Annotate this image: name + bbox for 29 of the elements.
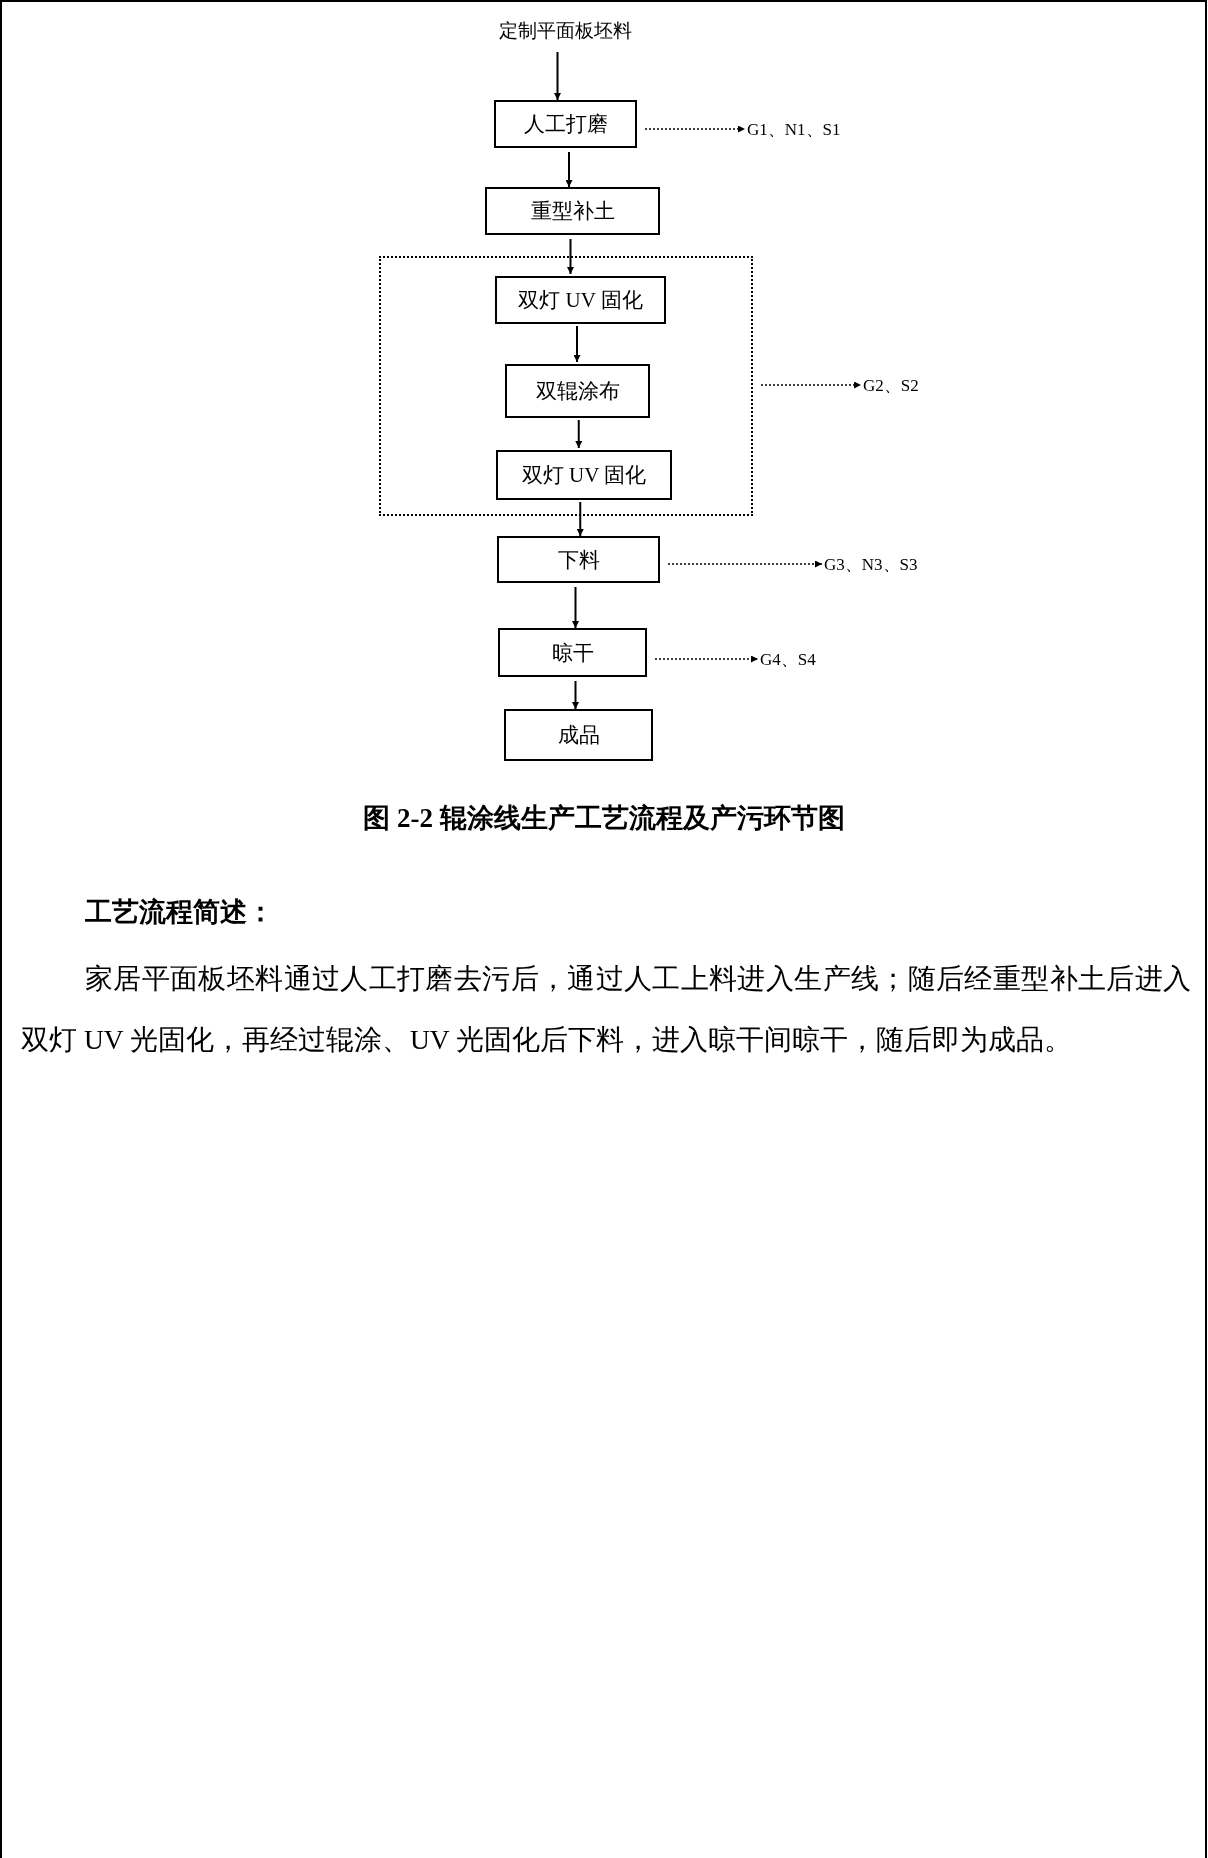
section-heading: 工艺流程简述： [85,896,274,929]
emission-text: G2、S2 [863,370,943,400]
arrow [576,501,584,537]
arrow [565,151,573,188]
arrow [575,419,583,449]
process-box: 成品 [504,709,653,761]
process-box: 双辊涂布 [505,364,650,418]
process-box: 重型补土 [485,187,660,235]
arrow [573,325,581,363]
dotted-group-box [379,256,753,516]
dotted-arrow [654,655,759,663]
arrow [554,51,561,101]
dotted-arrow [644,125,746,133]
process-box: 双灯 UV 固化 [496,450,672,500]
process-box: 晾干 [498,628,647,677]
process-box: 双灯 UV 固化 [495,276,666,324]
dotted-arrow [760,381,862,389]
process-box: 下料 [497,536,660,583]
arrow [572,680,579,710]
body-paragraph: 家居平面板坯料通过人工打磨去污后，通过人工上料进入生产线；随后经重型补土后进入双灯 UV 光固化，再经过辊涂、UV 光固化后下料，进入晾干间晾干，随后即为成品。 [21,962,1191,1057]
arrow [572,586,579,629]
process-box: 人工打磨 [494,100,637,148]
input-text: 定制平面板坯料 [480,14,650,48]
emission-text: G1、N1、S1 [747,114,867,144]
dotted-arrow [667,560,823,568]
arrow [567,238,574,275]
emission-text: G4、S4 [760,644,850,674]
emission-text: G3、N3、S3 [824,549,944,579]
figure-caption: 图 2-2 辊涂线生产工艺流程及产污环节图 [362,802,846,835]
